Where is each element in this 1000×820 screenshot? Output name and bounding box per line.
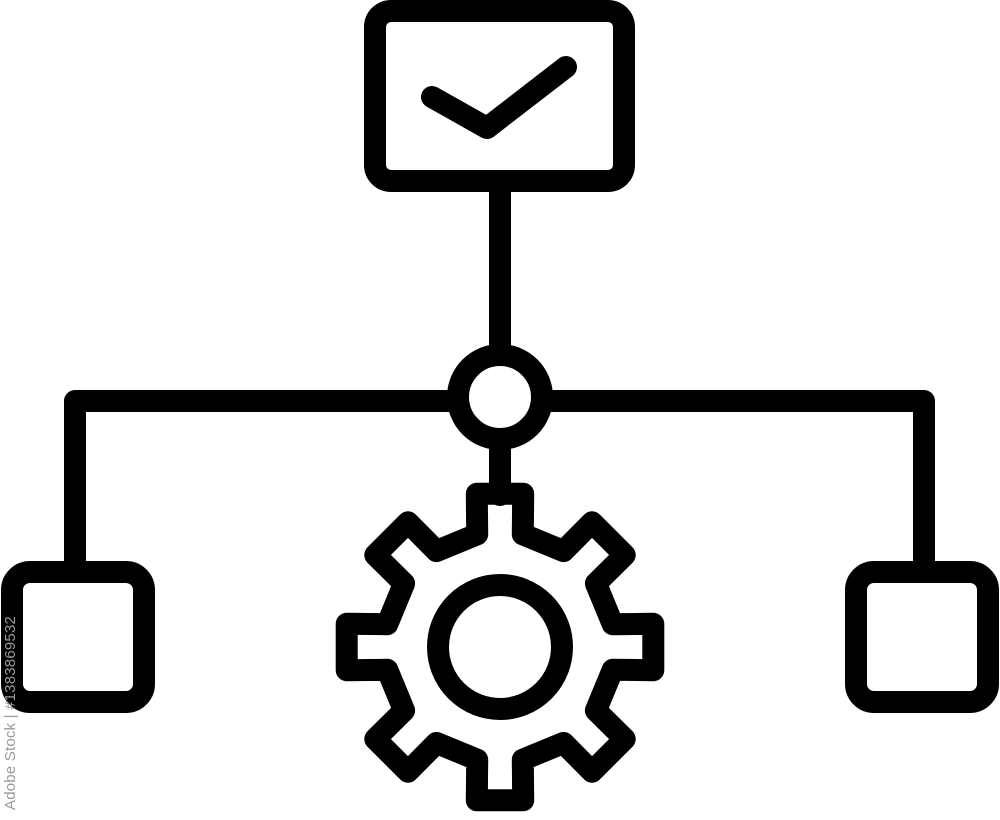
- gear-icon: [335, 482, 665, 812]
- checkmark-icon: [421, 56, 577, 139]
- approved-task-node: [364, 0, 635, 192]
- process-settings-node: [335, 482, 665, 812]
- top-box: [364, 0, 635, 192]
- left-branch-line: [64, 390, 469, 583]
- gear-hole: [427, 574, 573, 720]
- stock-watermark: Adobe Stock | #1383869532: [2, 615, 19, 810]
- right-branch-line: [531, 390, 935, 583]
- left-square: [1, 561, 155, 713]
- right-square: [845, 561, 999, 713]
- hub-circle: [447, 344, 553, 450]
